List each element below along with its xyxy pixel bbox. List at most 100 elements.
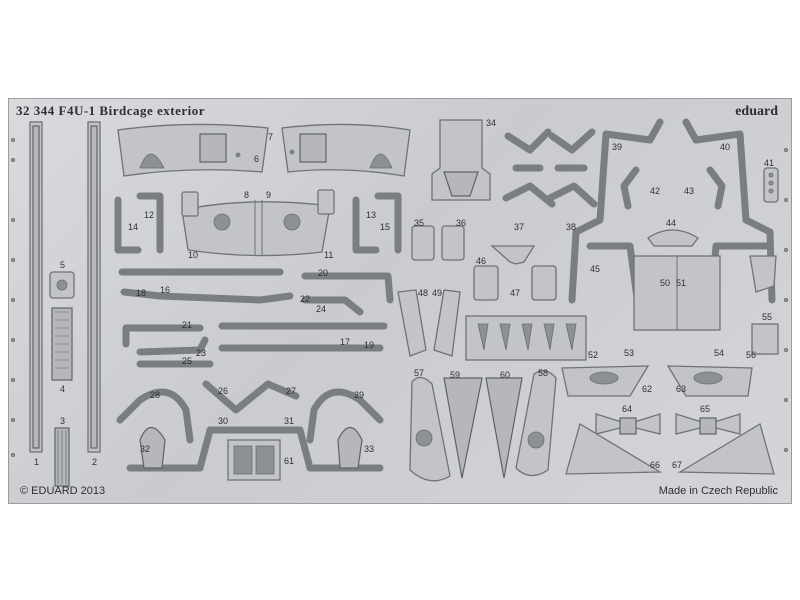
part-label: 61 (284, 456, 294, 466)
part-label: 33 (364, 444, 374, 454)
sheet-title: 32 344 F4U-1 Birdcage exterior (16, 103, 206, 118)
parts-26-33-arms (116, 380, 384, 472)
part-label: 14 (128, 222, 138, 232)
part-label: 51 (676, 278, 686, 288)
parts-16-25-strips (118, 268, 394, 368)
part-2-rail (87, 121, 101, 453)
part-label: 20 (318, 268, 328, 278)
part-label: 54 (714, 348, 724, 358)
copyright-text: © EDUARD 2013 (20, 485, 106, 497)
parts-12-15-brackets (114, 192, 402, 254)
parts-64-65-bowties (595, 413, 741, 435)
part-4-grille (51, 307, 73, 381)
part-label: 55 (762, 312, 772, 322)
part-label: 42 (650, 186, 660, 196)
part-label: 64 (622, 404, 632, 414)
part-label: 53 (624, 348, 634, 358)
part-label: 35 (414, 218, 424, 228)
part-label: 19 (364, 340, 374, 350)
part-label: 52 (588, 350, 598, 360)
part-label: 63 (676, 384, 686, 394)
part-label: 26 (218, 386, 228, 396)
part-label: 66 (650, 460, 660, 470)
part-label: 21 (182, 320, 192, 330)
part-label: 45 (590, 264, 600, 274)
parts-53-56-right-parts (749, 255, 779, 355)
part-label: 59 (450, 370, 460, 380)
part-label: 13 (366, 210, 376, 220)
part-label: 44 (666, 218, 676, 228)
part-10-11-side-tabs (181, 189, 335, 217)
part-label: 43 (684, 186, 694, 196)
part-label: 27 (286, 386, 296, 396)
part-label: 23 (196, 348, 206, 358)
part-label: 65 (700, 404, 710, 414)
part-label: 24 (316, 304, 326, 314)
part-label: 2 (92, 457, 97, 467)
part-label: 31 (284, 416, 294, 426)
part-label: 38 (566, 222, 576, 232)
part-3-grille (54, 427, 70, 487)
part-label: 34 (486, 118, 496, 128)
sprue-dots-left (10, 137, 15, 457)
part-label: 37 (514, 222, 524, 232)
part-1-rail (29, 121, 43, 453)
part-label: 57 (414, 368, 424, 378)
parts-48-49-brackets (397, 289, 461, 357)
parts-57-60-tapered (409, 370, 557, 482)
part-52-comb (465, 315, 587, 361)
part-label: 29 (354, 390, 364, 400)
part-34-funnel (431, 119, 491, 201)
part-label: 16 (160, 285, 170, 295)
part-label: 41 (764, 158, 774, 168)
part-61-frame (227, 439, 281, 481)
origin-text: Made in Czech Republic (658, 485, 778, 497)
part-label: 47 (510, 288, 520, 298)
part-label: 9 (266, 190, 271, 200)
part-label: 25 (182, 356, 192, 366)
part-label: 62 (642, 384, 652, 394)
part-label: 1 (34, 457, 39, 467)
part-label: 17 (340, 337, 350, 347)
part-label: 28 (150, 390, 160, 400)
part-label: 5 (60, 260, 65, 270)
part-label: 60 (500, 370, 510, 380)
brand-logo-text: eduard (735, 104, 778, 119)
parts-37-38-frames (502, 128, 598, 208)
part-label: 58 (538, 368, 548, 378)
part-label: 39 (612, 142, 622, 152)
part-label: 10 (188, 250, 198, 260)
part-label: 36 (456, 218, 466, 228)
parts-62-63-plates (561, 365, 753, 397)
part-label: 11 (324, 250, 333, 260)
part-6-panel (117, 123, 269, 177)
part-label: 32 (140, 444, 150, 454)
part-label: 49 (432, 288, 442, 298)
part-label: 46 (476, 256, 486, 266)
part-label: 12 (144, 210, 154, 220)
part-label: 50 (660, 278, 670, 288)
parts-66-67-wedges (565, 423, 775, 475)
part-label: 67 (672, 460, 682, 470)
part-7-panel (281, 123, 411, 177)
part-label: 22 (300, 294, 310, 304)
part-label: 8 (244, 190, 249, 200)
part-label: 7 (268, 132, 273, 142)
part-label: 4 (60, 384, 65, 394)
part-41-column (763, 167, 779, 203)
part-label: 40 (720, 142, 730, 152)
sprue-dots-right (784, 147, 789, 452)
part-label: 15 (380, 222, 390, 232)
part-label: 18 (136, 288, 146, 298)
part-label: 56 (746, 350, 756, 360)
part-label: 6 (254, 154, 259, 164)
parts-35-36-clips (411, 225, 465, 261)
part-8-9-center-panel (181, 200, 331, 257)
parts-50-51-box (633, 255, 721, 331)
parts-39-45-strips (568, 118, 776, 324)
part-label: 3 (60, 416, 65, 426)
part-number-labels: 1 2 3 4 5 6 7 8 9 10 11 12 13 14 15 16 1… (34, 118, 774, 470)
part-5-plate (49, 271, 75, 299)
parts-46-47-clips (473, 245, 557, 301)
